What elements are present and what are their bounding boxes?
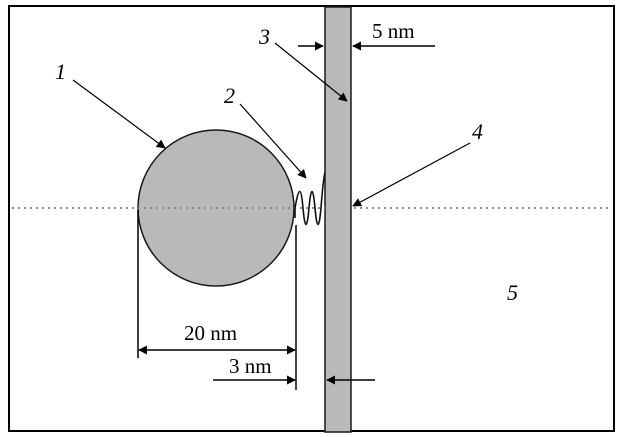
- label-3: 3: [258, 24, 270, 49]
- label-1: 1: [55, 59, 66, 84]
- label-4: 4: [472, 119, 483, 144]
- membrane-thickness-label: 5 nm: [372, 19, 415, 43]
- label-2: 2: [224, 83, 235, 108]
- outer-frame: [8, 5, 615, 432]
- gap-label: 3 nm: [229, 354, 272, 378]
- leader-arrow-4: [352, 142, 471, 207]
- label-5: 5: [507, 280, 518, 305]
- leader-arrow-2: [239, 103, 307, 179]
- spring: [294, 171, 326, 226]
- leader-arrow-1: [72, 79, 166, 149]
- particle-diameter-label: 20 nm: [184, 321, 237, 345]
- membrane: [324, 6, 352, 433]
- leader-arrow-3: [274, 42, 348, 102]
